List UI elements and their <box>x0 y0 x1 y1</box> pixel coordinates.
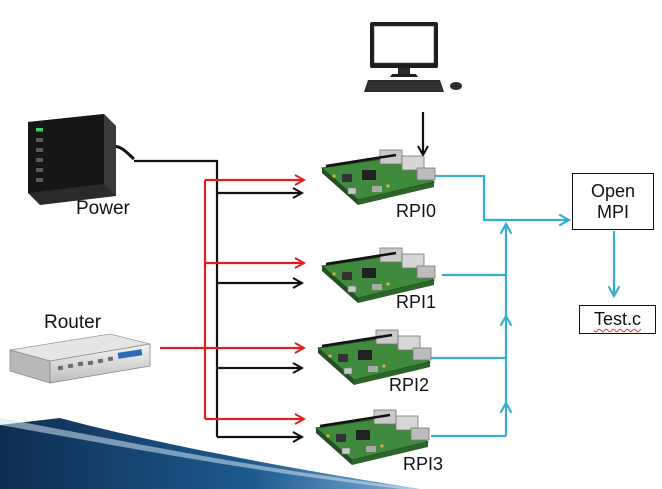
openmpi-box: Open MPI <box>572 173 654 230</box>
power-wires <box>134 159 302 437</box>
raspberry-pi-board-icon <box>320 148 437 207</box>
data-flow-wires <box>427 174 614 438</box>
testc-label: Test.c <box>593 309 641 330</box>
openmpi-line-1: Open <box>590 180 636 201</box>
rpi0-label: RPI0 <box>396 201 437 221</box>
rpi1-label: RPI1 <box>396 292 437 312</box>
power-label: Power <box>76 198 130 219</box>
rpi3-label: RPI3 <box>403 454 444 474</box>
network-wires <box>160 180 304 419</box>
desktop-computer-icon <box>364 22 462 92</box>
usb-charger-icon <box>28 114 135 205</box>
footer-band <box>0 418 420 489</box>
network-switch-icon <box>9 333 151 384</box>
openmpi-line-2: MPI <box>596 201 629 222</box>
rpi2-label: RPI2 <box>389 375 430 395</box>
router-label: Router <box>44 312 102 333</box>
testc-box: Test.c <box>579 305 656 334</box>
